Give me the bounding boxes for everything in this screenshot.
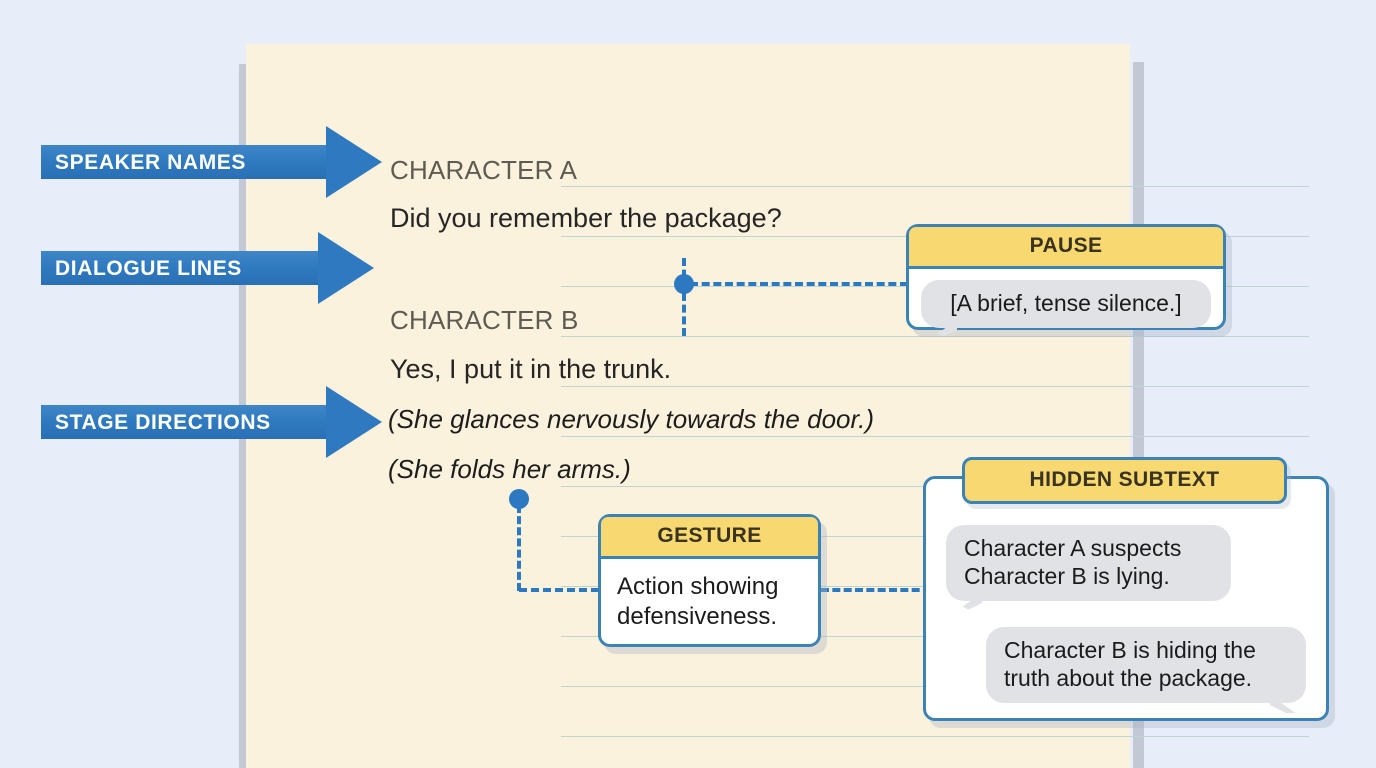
script-speaker-character-a: CHARACTER A: [390, 155, 578, 185]
connector-dot-gesture: [509, 489, 529, 509]
script-stage-direction-1: (She glances nervously towards the door.…: [388, 404, 875, 434]
callout-title-pause: PAUSE: [909, 227, 1223, 269]
callout-card-hidden-subtext[interactable]: Character A suspects Character B is lyin…: [923, 476, 1329, 721]
connector-dot-pause: [674, 274, 694, 294]
connector-line-pause-vertical: [682, 258, 686, 336]
callout-card-gesture[interactable]: GESTURE Action showing defensiveness.: [598, 514, 821, 647]
callout-body-hidden-subtext: Character A suspects Character B is lyin…: [926, 479, 1326, 719]
annotation-label-stage-directions: STAGE DIRECTIONS: [55, 410, 271, 434]
rule-line: [561, 186, 1309, 187]
subtext-bubble: Character A suspects Character B is lyin…: [946, 525, 1231, 602]
callout-title-hidden-subtext: HIDDEN SUBTEXT: [962, 457, 1287, 504]
arrow-head-icon: [318, 232, 374, 304]
annotation-label-speaker-names: SPEAKER NAMES: [55, 150, 246, 174]
rule-line: [561, 336, 1309, 337]
callout-card-pause[interactable]: PAUSE [A brief, tense silence.]: [906, 224, 1226, 330]
rule-line: [561, 736, 1309, 737]
script-dialogue-character-b: Yes, I put it in the trunk.: [390, 354, 672, 384]
script-stage-direction-2: (She folds her arms.): [388, 454, 631, 484]
annotation-bar: DIALOGUE LINES: [41, 251, 318, 285]
callout-title-gesture: GESTURE: [601, 517, 818, 559]
connector-line-pause-horizontal: [690, 282, 908, 286]
script-dialogue-character-a: Did you remember the package?: [390, 203, 782, 233]
script-speaker-character-b: CHARACTER B: [390, 305, 579, 335]
connector-line-gesture-horizontal: [519, 588, 599, 592]
annotation-arrow-speaker-names: SPEAKER NAMES: [41, 126, 382, 198]
paper-shadow-right: [1133, 62, 1144, 768]
rule-line: [561, 386, 1309, 387]
callout-body-pause: [A brief, tense silence.]: [909, 269, 1223, 340]
connector-line-hidden-subtext: [821, 588, 931, 592]
arrow-head-icon: [326, 386, 382, 458]
annotation-arrow-stage-directions: STAGE DIRECTIONS: [41, 386, 382, 458]
callout-body-gesture: Action showing defensiveness.: [601, 559, 818, 645]
annotation-arrow-dialogue-lines: DIALOGUE LINES: [41, 232, 374, 304]
annotation-bar: STAGE DIRECTIONS: [41, 405, 326, 439]
connector-line-gesture-vertical: [517, 505, 521, 591]
callout-text-gesture: Action showing defensiveness.: [617, 573, 779, 631]
subtext-bubble: Character B is hiding the truth about th…: [986, 627, 1306, 704]
arrow-head-icon: [326, 126, 382, 198]
annotation-label-dialogue-lines: DIALOGUE LINES: [55, 256, 242, 280]
subtext-bubble: [A brief, tense silence.]: [921, 280, 1211, 329]
annotation-bar: SPEAKER NAMES: [41, 145, 326, 179]
rule-line: [561, 436, 1309, 437]
